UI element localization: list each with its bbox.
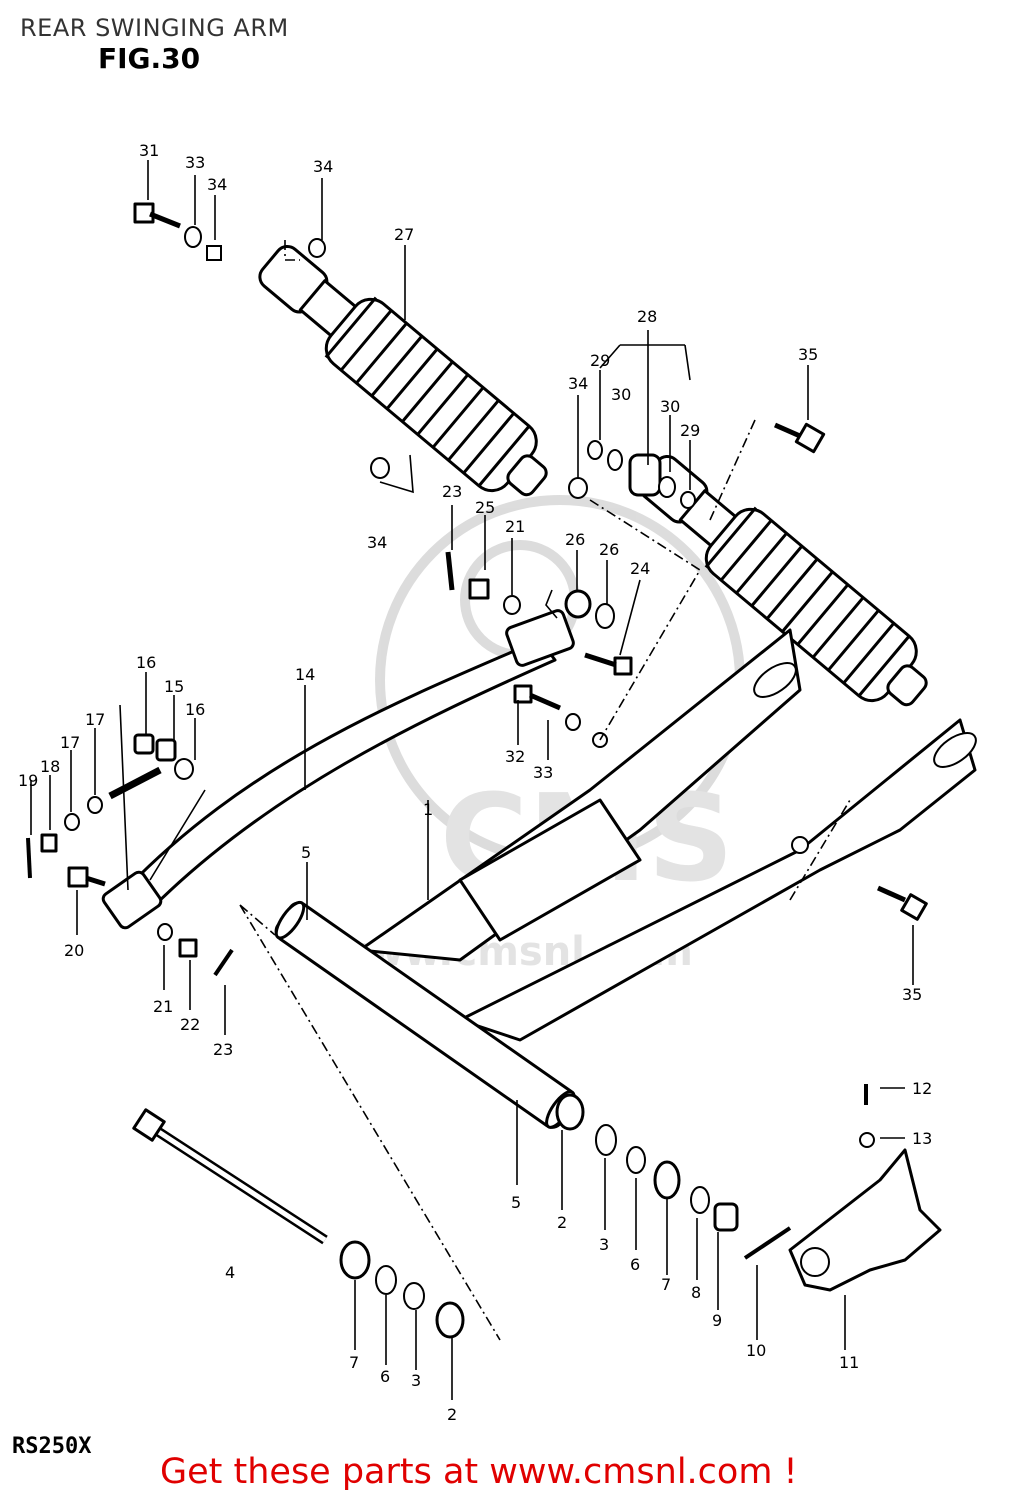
callout-12: 12 bbox=[912, 1079, 932, 1098]
callout-23: 23 bbox=[213, 1040, 233, 1059]
callout-34: 34 bbox=[207, 175, 227, 194]
callout-33: 33 bbox=[533, 763, 553, 782]
callout-5: 5 bbox=[301, 843, 311, 862]
callout-31: 31 bbox=[139, 141, 159, 160]
swinging-arm bbox=[358, 628, 977, 1042]
callout-5: 5 bbox=[511, 1193, 521, 1212]
callout-23: 23 bbox=[442, 482, 462, 501]
callout-30: 30 bbox=[660, 397, 680, 416]
bolt-31 bbox=[133, 202, 155, 224]
callout-15: 15 bbox=[164, 677, 184, 696]
callout-10: 10 bbox=[746, 1341, 766, 1360]
callout-19: 19 bbox=[18, 771, 38, 790]
callout-1: 1 bbox=[423, 800, 433, 819]
pivot-shaft bbox=[132, 1108, 328, 1245]
model-code: RS250X bbox=[12, 1434, 92, 1459]
callout-13: 13 bbox=[912, 1129, 932, 1148]
rear-shock-absorber-left bbox=[258, 244, 548, 497]
callout-21: 21 bbox=[505, 517, 525, 536]
callout-4: 4 bbox=[225, 1263, 235, 1282]
callout-34: 34 bbox=[568, 374, 588, 393]
callout-30: 30 bbox=[611, 385, 631, 404]
callout-29: 29 bbox=[680, 421, 700, 440]
assembly-dash-lines bbox=[239, 240, 851, 1341]
callout-7: 7 bbox=[349, 1353, 359, 1372]
callout-3: 3 bbox=[599, 1235, 609, 1254]
callout-18: 18 bbox=[40, 757, 60, 776]
callout-28: 28 bbox=[637, 307, 657, 326]
callout-16: 16 bbox=[185, 700, 205, 719]
get-parts-link[interactable]: Get these parts at www.cmsnl.com ! bbox=[160, 1452, 798, 1492]
callout-34: 34 bbox=[313, 157, 333, 176]
callout-22: 22 bbox=[180, 1015, 200, 1034]
callout-27: 27 bbox=[394, 225, 414, 244]
callout-34: 34 bbox=[367, 533, 387, 552]
leader-lines bbox=[30, 160, 914, 1400]
callout-7: 7 bbox=[661, 1275, 671, 1294]
callout-24: 24 bbox=[630, 559, 650, 578]
callout-35: 35 bbox=[902, 985, 922, 1004]
callout-6: 6 bbox=[630, 1255, 640, 1274]
callout-11: 11 bbox=[839, 1353, 859, 1372]
callout-29: 29 bbox=[590, 351, 610, 370]
washer-33 bbox=[184, 226, 202, 248]
callout-35: 35 bbox=[798, 345, 818, 364]
callout-25: 25 bbox=[475, 498, 495, 517]
callout-2: 2 bbox=[447, 1405, 457, 1424]
callout-33: 33 bbox=[185, 153, 205, 172]
callout-32: 32 bbox=[505, 747, 525, 766]
callout-8: 8 bbox=[691, 1283, 701, 1302]
callout-17: 17 bbox=[85, 710, 105, 729]
callout-17: 17 bbox=[60, 733, 80, 752]
callout-21: 21 bbox=[153, 997, 173, 1016]
torque-bracket bbox=[788, 1148, 942, 1292]
callout-16: 16 bbox=[136, 653, 156, 672]
part-callouts: 31 33 34 34 27 28 35 29 30 30 29 34 34 2… bbox=[18, 141, 932, 1424]
figure-number: FIG.30 bbox=[98, 42, 201, 75]
nut-34 bbox=[206, 245, 222, 261]
page-title: REAR SWINGING ARM bbox=[20, 14, 289, 42]
callout-20: 20 bbox=[64, 941, 84, 960]
callout-14: 14 bbox=[295, 665, 315, 684]
callout-9: 9 bbox=[712, 1311, 722, 1330]
hardware-parts bbox=[26, 202, 928, 1339]
callout-26: 26 bbox=[565, 530, 585, 549]
torque-link-rod bbox=[101, 609, 575, 930]
callout-3: 3 bbox=[411, 1371, 421, 1390]
callout-2: 2 bbox=[557, 1213, 567, 1232]
callout-6: 6 bbox=[380, 1367, 390, 1386]
callout-26: 26 bbox=[599, 540, 619, 559]
